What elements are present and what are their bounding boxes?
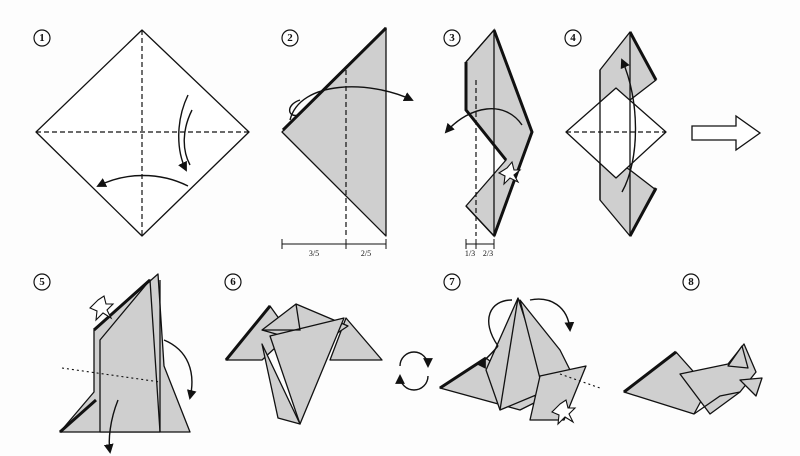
fold-line-7 (559, 373, 601, 389)
step-number-2: 2 (281, 29, 299, 47)
fold-arrow-3 (444, 108, 523, 134)
upper-thick-edge (628, 31, 658, 81)
arc-arrow-right-7 (529, 298, 575, 332)
step-7: 7 (439, 273, 601, 426)
step-number-6: 6 (224, 273, 242, 291)
fraction-2-3: 2/3 (483, 249, 493, 258)
left-thick-edge-5 (59, 398, 97, 434)
svg-text:6: 6 (230, 276, 236, 288)
center-diamond (565, 87, 667, 179)
step-number-8: 8 (682, 273, 700, 291)
fold-arrow-curve (178, 94, 189, 172)
crease-7 (499, 297, 519, 411)
step-1: 1 (33, 29, 250, 237)
svg-text:3: 3 (449, 32, 455, 44)
measure-bar-2 (281, 239, 387, 249)
step-number-3: 3 (443, 29, 461, 47)
next-arrow-icon (691, 114, 762, 152)
step-5: 5 (33, 273, 197, 454)
inner-edge-6 (262, 303, 301, 331)
step-number-1: 1 (33, 29, 51, 47)
lower-thick-edge (628, 187, 658, 237)
step-number-5: 5 (33, 273, 51, 291)
svg-text:2: 2 (287, 32, 293, 44)
fraction-1-3: 1/3 (465, 249, 475, 258)
svg-text:4: 4 (570, 32, 576, 44)
fold-arrow-4 (620, 58, 637, 193)
arc-arrow-left-tail (488, 299, 513, 347)
step-3: 3 1/3 2/3 (443, 28, 534, 258)
outer-thick-edge (492, 29, 534, 237)
tail-6 (261, 343, 301, 425)
folded-triangle (281, 27, 387, 237)
left-thick-edge-8 (623, 350, 677, 394)
step-4: 4 (564, 29, 667, 237)
body-front-6 (269, 317, 345, 425)
fold-arrow-bottom (96, 174, 189, 187)
folded-edge (281, 26, 388, 132)
fold-line-5 (61, 367, 161, 383)
svg-text:5: 5 (39, 276, 45, 288)
rotate-icon (395, 351, 433, 391)
step-8: 8 (623, 273, 763, 415)
svg-text:8: 8 (688, 276, 694, 288)
fold-arrow-curve-inner (183, 109, 193, 166)
step-2: 2 3/5 2/5 (281, 26, 414, 258)
step-6: 6 (224, 273, 383, 425)
inner-thick-edge (464, 62, 508, 161)
push-icon-7 (551, 399, 577, 426)
bottom-edge-8 (693, 391, 741, 415)
fraction-2-5: 2/5 (361, 249, 371, 258)
push-icon-3 (497, 160, 522, 186)
step-number-7: 7 (443, 273, 461, 291)
beak-8 (739, 377, 763, 397)
arc-arrow-left-7 (476, 345, 499, 369)
fold-arrow-2 (289, 86, 414, 121)
fold-arrow-2-tail (288, 99, 301, 117)
top-thick-edge-5 (93, 278, 151, 332)
step-number-4: 4 (564, 29, 582, 47)
tail-7 (529, 365, 587, 421)
fraction-3-5: 3/5 (309, 249, 319, 258)
down-arrow-5 (103, 399, 119, 454)
measure-bar-3 (465, 239, 495, 249)
inner-edge (465, 28, 495, 238)
push-icon-5 (89, 295, 115, 322)
head-8 (727, 345, 749, 369)
svg-text:7: 7 (449, 276, 455, 288)
svg-text:1: 1 (39, 32, 45, 44)
left-thick-edge-6 (224, 305, 272, 361)
fold-arrow-5 (163, 339, 197, 400)
square-paper (35, 29, 250, 237)
